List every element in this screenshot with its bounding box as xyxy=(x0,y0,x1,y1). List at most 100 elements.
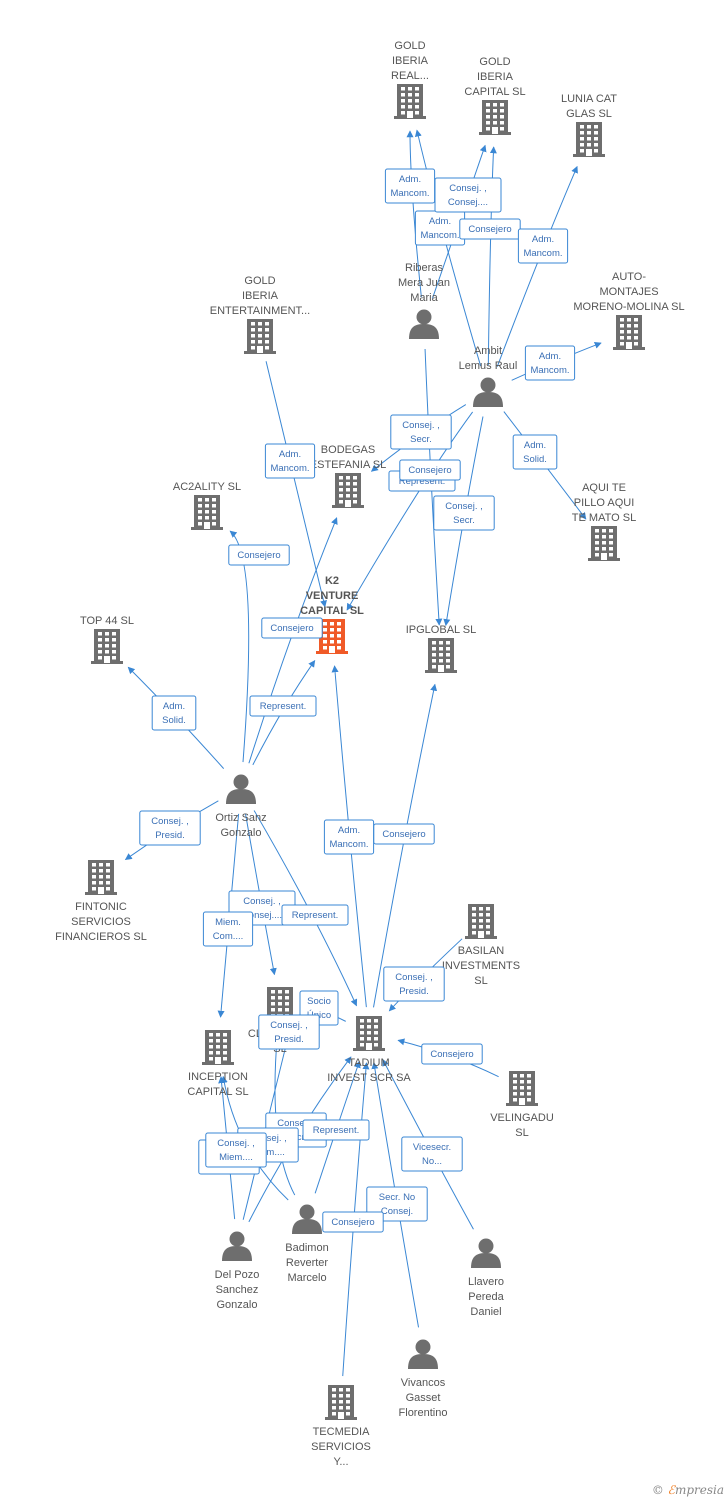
edge-label-text: Consej. , xyxy=(445,501,483,512)
edge-label[interactable]: Miem.Com.... xyxy=(202,911,254,947)
edge-label[interactable]: Consej. ,Miem.... xyxy=(205,1132,267,1168)
edge-label-text: Mancom. xyxy=(523,248,562,259)
edge-label-box xyxy=(228,544,290,566)
node-gold_ent[interactable]: GOLDIBERIAENTERTAINMENT... xyxy=(210,275,310,354)
edge-label[interactable]: Consej. ,Consej.... xyxy=(434,177,502,213)
node-lunia[interactable]: LUNIA CAT GLAS SL xyxy=(561,93,617,157)
node-label-line: Llavero xyxy=(468,1276,504,1288)
edge-label-box xyxy=(401,1136,463,1172)
edge-label-text: Com.... xyxy=(213,931,244,942)
node-label-line: IPGLOBAL SL xyxy=(406,624,477,636)
footer-brand: © ℰmpresia xyxy=(652,1483,724,1497)
edge-label-text: Mancom. xyxy=(329,839,368,850)
edge-label-text: Consej. , xyxy=(249,1133,287,1144)
edge-label[interactable]: Adm.Mancom. xyxy=(384,168,436,204)
edge-label[interactable]: Consejero xyxy=(459,218,521,240)
edge-label[interactable]: Consejero xyxy=(322,1211,384,1233)
building-icon xyxy=(479,100,511,135)
edge-label-text: Miem.... xyxy=(219,1152,253,1163)
edge-label-text: Miem.... xyxy=(251,1147,285,1158)
edge-ambit-to-lunia xyxy=(496,165,578,367)
node-label-line: GLAS SL xyxy=(566,108,612,120)
node-top44[interactable]: TOP 44 SL xyxy=(80,615,134,664)
building-icon xyxy=(202,1030,234,1065)
node-label-line: Vivancos xyxy=(401,1377,446,1389)
edge-label[interactable]: Consej. ,Presid. xyxy=(258,1014,320,1050)
node-label-line: Badimon xyxy=(285,1242,328,1254)
edge-label[interactable]: Consejero xyxy=(261,617,323,639)
edge-ortiz-to-ac2ality xyxy=(229,530,250,763)
node-label-line: GOLD xyxy=(394,40,425,52)
node-gold_real[interactable]: GOLDIBERIAREAL... xyxy=(391,40,429,119)
building-icon xyxy=(394,84,426,119)
edge-label[interactable]: Adm.Solid. xyxy=(151,695,197,731)
node-label-line: ESTEFANIA SL xyxy=(310,459,386,471)
person-icon xyxy=(473,377,503,407)
building-icon xyxy=(325,1385,357,1420)
edges-layer xyxy=(124,129,602,1377)
node-ipglobal[interactable]: IPGLOBAL SL xyxy=(406,624,477,673)
edge-label-text: Mancom. xyxy=(270,463,309,474)
edge-label[interactable]: Consej. ,Presid. xyxy=(383,966,445,1002)
node-label-line: TOP 44 SL xyxy=(80,615,134,627)
edge-label-text: Mancom. xyxy=(530,365,569,376)
edge-label[interactable]: Vicesecr.No... xyxy=(401,1136,463,1172)
edge-label[interactable]: Consejero xyxy=(421,1043,483,1065)
edge-label-text: Adm. xyxy=(163,701,185,712)
edge-label-text: Socio xyxy=(307,996,331,1007)
edge-label[interactable]: Consejero xyxy=(399,459,461,481)
edge-label[interactable]: Adm.Solid. xyxy=(512,434,558,470)
edge-label[interactable]: Consej. ,Secr. xyxy=(390,414,452,450)
node-ac2ality[interactable]: AC2ALITY SL xyxy=(173,481,241,530)
edge-label[interactable]: Consejero xyxy=(228,544,290,566)
node-label-line: CAPITAL SL xyxy=(300,605,364,617)
edge-label-text: Consej. , xyxy=(277,1118,315,1129)
node-tecmedia[interactable]: TECMEDIASERVICIOSY... xyxy=(311,1385,371,1468)
person-icon xyxy=(222,1231,252,1261)
node-label-line: PILLO AQUI xyxy=(574,497,635,509)
edge-label[interactable]: Adm.Mancom. xyxy=(414,210,466,246)
edge-label[interactable]: Consej. ,Secr. xyxy=(433,495,495,531)
edge-tadium-to-ipglobal xyxy=(373,683,438,1008)
edge-label[interactable]: Adm.Mancom. xyxy=(264,443,316,479)
edge-label[interactable]: Adm.Mancom. xyxy=(517,228,569,264)
building-icon xyxy=(316,619,348,654)
copyright-symbol: © xyxy=(651,1483,664,1497)
edge-label-box xyxy=(205,1132,267,1168)
edge-label[interactable]: Represent. xyxy=(281,904,349,926)
edge-label[interactable]: Adm.Mancom. xyxy=(524,345,576,381)
edge-label-text: Consejero xyxy=(270,623,313,634)
node-label-line: Pereda xyxy=(468,1291,504,1303)
node-label-line: LUNIA CAT xyxy=(561,93,617,105)
edge-label[interactable]: Adm.Mancom. xyxy=(323,819,375,855)
edge-label[interactable]: Represent. xyxy=(249,695,317,717)
node-label-line: Gonzalo xyxy=(221,827,262,839)
edge-label[interactable]: Consejero xyxy=(373,823,435,845)
edge-label[interactable]: Represent. xyxy=(302,1119,370,1141)
node-label-line: Reverter xyxy=(286,1257,329,1269)
edge-label[interactable]: Consej. ,Presid. xyxy=(139,810,201,846)
node-label-line: SL xyxy=(515,1127,528,1139)
edge-label-box xyxy=(517,228,569,264)
edge-label-text: Consejero xyxy=(382,829,425,840)
edge-label-text: Represent. xyxy=(399,476,445,487)
edge-label-box xyxy=(322,1211,384,1233)
